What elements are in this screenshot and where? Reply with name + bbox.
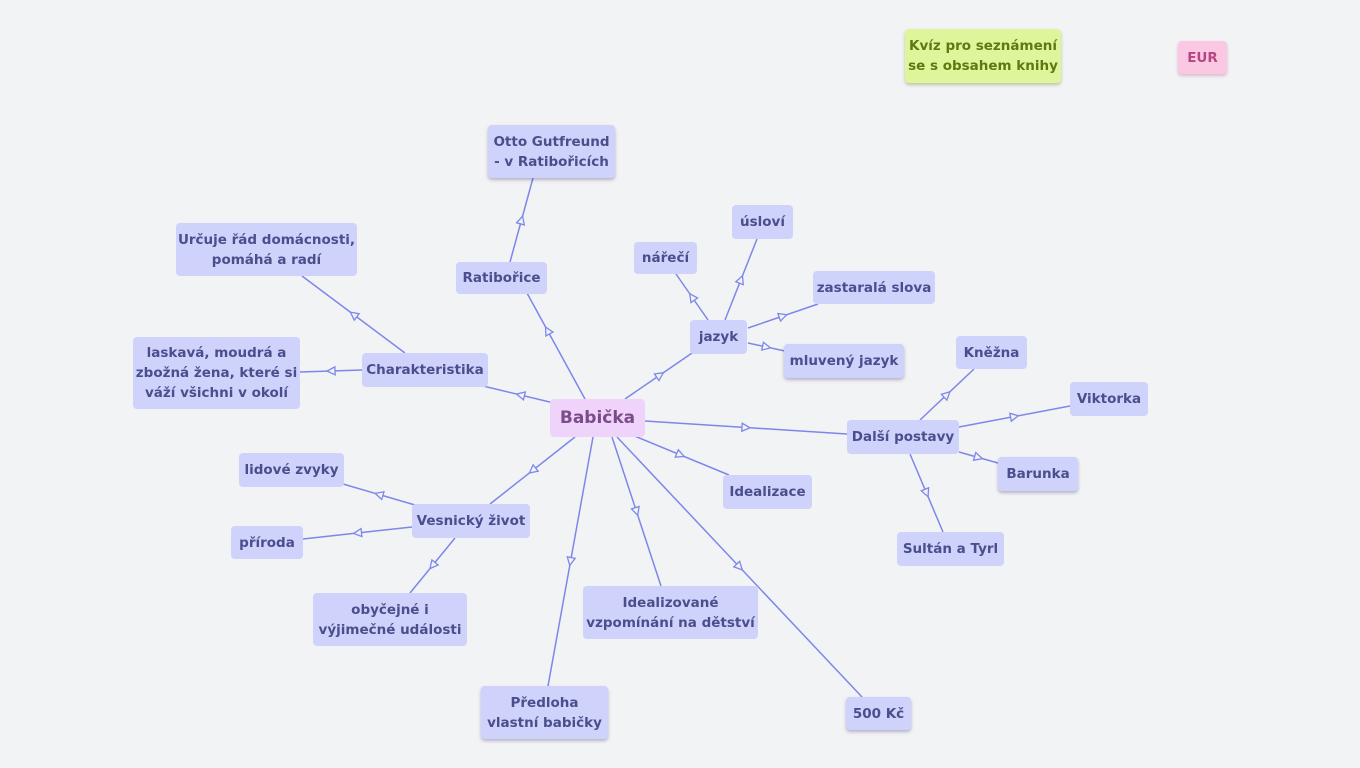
arrow-icon-charakteristika-urcuje [349,311,361,322]
arrow-icon-dalsi-sultan [920,486,930,499]
node-mluveny-jazyk[interactable]: mluvený jazyk [784,344,904,378]
arrow-icon-root-jazyk [653,371,665,382]
arrow-icon-jazyk-mluveny [760,341,772,351]
arrow-icon-vesnicky-lidove [373,490,385,501]
node-idealizace[interactable]: Idealizace [723,475,812,509]
root-node-babicka[interactable]: Babička [550,399,645,437]
node-priroda[interactable]: příroda [231,526,303,559]
arrow-icon-root-idealizace [674,448,686,458]
node-otto-gutfreund[interactable]: Otto Gutfreund - v Ratibořicích [488,125,615,178]
floating-eur-note[interactable]: EUR [1178,41,1227,74]
node-lidove-zvyky[interactable]: lidové zvyky [239,453,344,487]
node-uslovi[interactable]: úsloví [732,205,793,239]
arrow-icon-root-vesnicky [528,463,540,474]
arrow-icon-jazyk-nareci [688,292,699,304]
node-ratiborice[interactable]: Ratibořice [456,262,547,294]
arrow-icon-root-predloha [566,556,577,567]
arrow-icon-dalsi-viktorka [1008,412,1020,423]
node-500-kc[interactable]: 500 Kč [846,697,911,730]
arrow-icon-vesnicky-priroda [352,527,363,538]
node-viktorka[interactable]: Viktorka [1070,382,1148,416]
node-jazyk[interactable]: jazyk [690,320,747,354]
arrow-icon-dalsi-barunka [972,451,984,462]
arrow-icon-dalsi-knezna [940,390,951,402]
node-idealizovane-vzpominani[interactable]: Idealizované vzpomínání na dětství [583,586,758,639]
node-laskava[interactable]: laskavá, moudrá a zbožná žena, které si … [133,337,300,409]
floating-quiz-note[interactable]: Kvíz pro seznámení se s obsahem knihy [905,29,1061,83]
arrow-icon-vesnicky-obycejne [429,558,440,570]
node-obycejne-udalosti[interactable]: obyčejné i výjimečné události [313,593,467,646]
node-predloha[interactable]: Předloha vlastní babičky [481,686,608,739]
arrow-icon-root-charakteristika [515,391,527,401]
node-nareci[interactable]: nářečí [634,242,697,274]
node-vesnicky-zivot[interactable]: Vesnický život [412,504,530,538]
node-sultan-tyrl[interactable]: Sultán a Tyrl [897,532,1004,566]
node-dalsi-postavy[interactable]: Další postavy [847,420,959,454]
node-knezna[interactable]: Kněžna [956,336,1027,369]
arrow-icon-jazyk-zastarala [776,312,789,323]
node-urcuje-rad[interactable]: Určuje řád domácnosti, pomáhá a radí [176,223,357,276]
arrow-icon-ratiborice-otto [515,214,526,226]
arrow-icon-root-idealizovane [630,505,640,517]
node-charakteristika[interactable]: Charakteristika [362,353,488,387]
arrow-icon-charakteristika-laskava [325,365,336,376]
node-barunka[interactable]: Barunka [998,457,1078,491]
edge-group [299,177,1071,698]
node-zastarala-slova[interactable]: zastaralá slova [813,271,935,304]
arrow-icon-jazyk-uslovi [734,274,744,286]
arrow-icon-root-500kc [732,560,744,571]
arrow-icon-root-otto-branch [544,325,555,338]
arrow-icon-root-dalsi [741,422,752,433]
